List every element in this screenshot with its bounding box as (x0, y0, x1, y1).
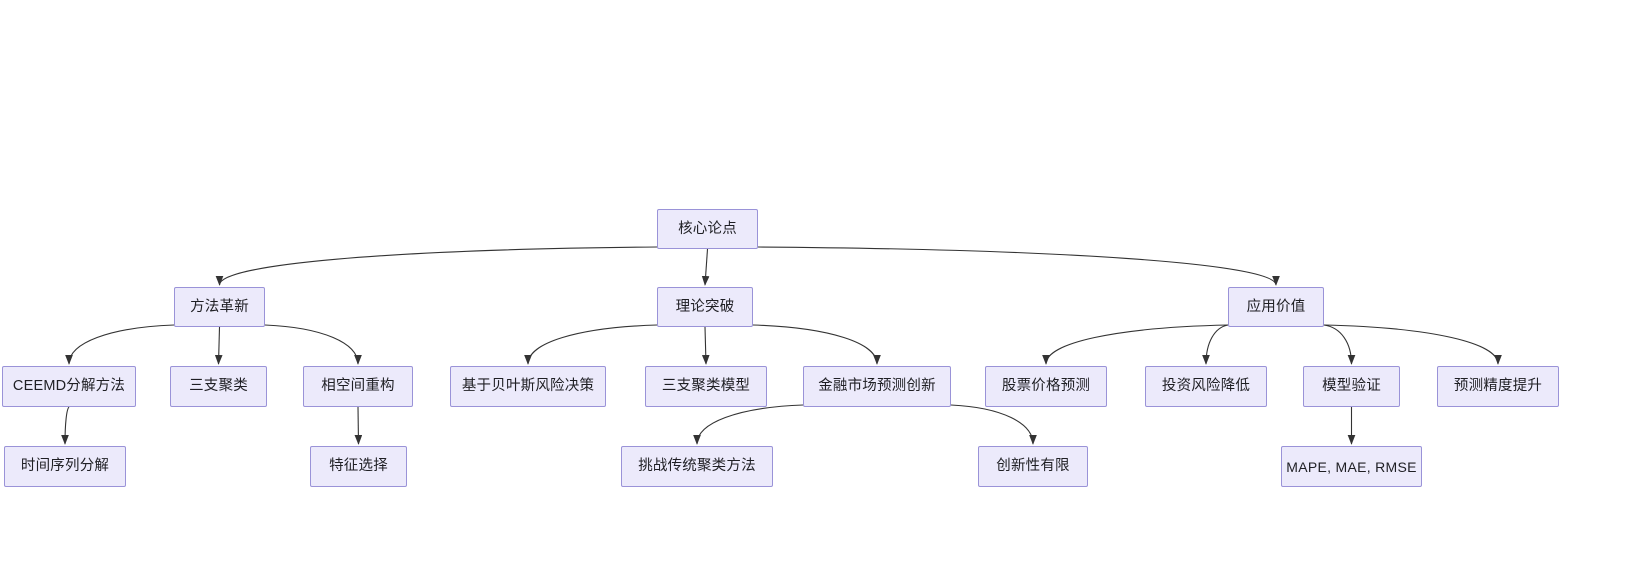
node-label: 股票价格预测 (1001, 378, 1091, 395)
node-label: 三支聚类 (189, 378, 248, 395)
node-c2[interactable]: 三支聚类 (170, 366, 267, 407)
node-c6[interactable]: 金融市场预测创新 (803, 366, 951, 407)
node-label: 时间序列分解 (20, 458, 110, 475)
node-label: 金融市场预测创新 (818, 378, 936, 395)
node-label: 模型验证 (1322, 378, 1381, 395)
node-label: 基于贝叶斯风险决策 (461, 378, 595, 395)
node-label: 理论突破 (675, 298, 735, 315)
node-b2[interactable]: 理论突破 (657, 287, 753, 327)
node-label: MAPE, MAE, RMSE (1286, 458, 1417, 475)
node-label: 方法革新 (190, 298, 249, 315)
node-label: 相空间重构 (321, 378, 395, 395)
node-b1[interactable]: 方法革新 (174, 287, 265, 327)
node-label: 特征选择 (329, 458, 388, 475)
node-c5[interactable]: 三支聚类模型 (645, 366, 767, 407)
node-c3[interactable]: 相空间重构 (303, 366, 413, 407)
node-c9[interactable]: 模型验证 (1303, 366, 1400, 407)
node-label: 应用价值 (1246, 298, 1306, 315)
node-d5[interactable]: MAPE, MAE, RMSE (1281, 446, 1422, 487)
node-label: 三支聚类模型 (661, 378, 751, 395)
node-d2[interactable]: 特征选择 (310, 446, 407, 487)
node-c7[interactable]: 股票价格预测 (985, 366, 1107, 407)
node-label: 预测精度提升 (1453, 378, 1543, 395)
node-label: 创新性有限 (996, 458, 1070, 475)
node-root[interactable]: 核心论点 (657, 209, 758, 249)
node-label: CEEMD分解方法 (12, 378, 126, 395)
node-d4[interactable]: 创新性有限 (978, 446, 1088, 487)
node-c4[interactable]: 基于贝叶斯风险决策 (450, 366, 606, 407)
node-c10[interactable]: 预测精度提升 (1437, 366, 1559, 407)
node-c1[interactable]: CEEMD分解方法 (2, 366, 136, 407)
node-d3[interactable]: 挑战传统聚类方法 (621, 446, 773, 487)
node-c8[interactable]: 投资风险降低 (1145, 366, 1267, 407)
node-d1[interactable]: 时间序列分解 (4, 446, 126, 487)
node-label: 核心论点 (678, 220, 737, 237)
node-b3[interactable]: 应用价值 (1228, 287, 1324, 327)
node-label: 投资风险降低 (1161, 378, 1251, 395)
node-label: 挑战传统聚类方法 (638, 458, 756, 475)
